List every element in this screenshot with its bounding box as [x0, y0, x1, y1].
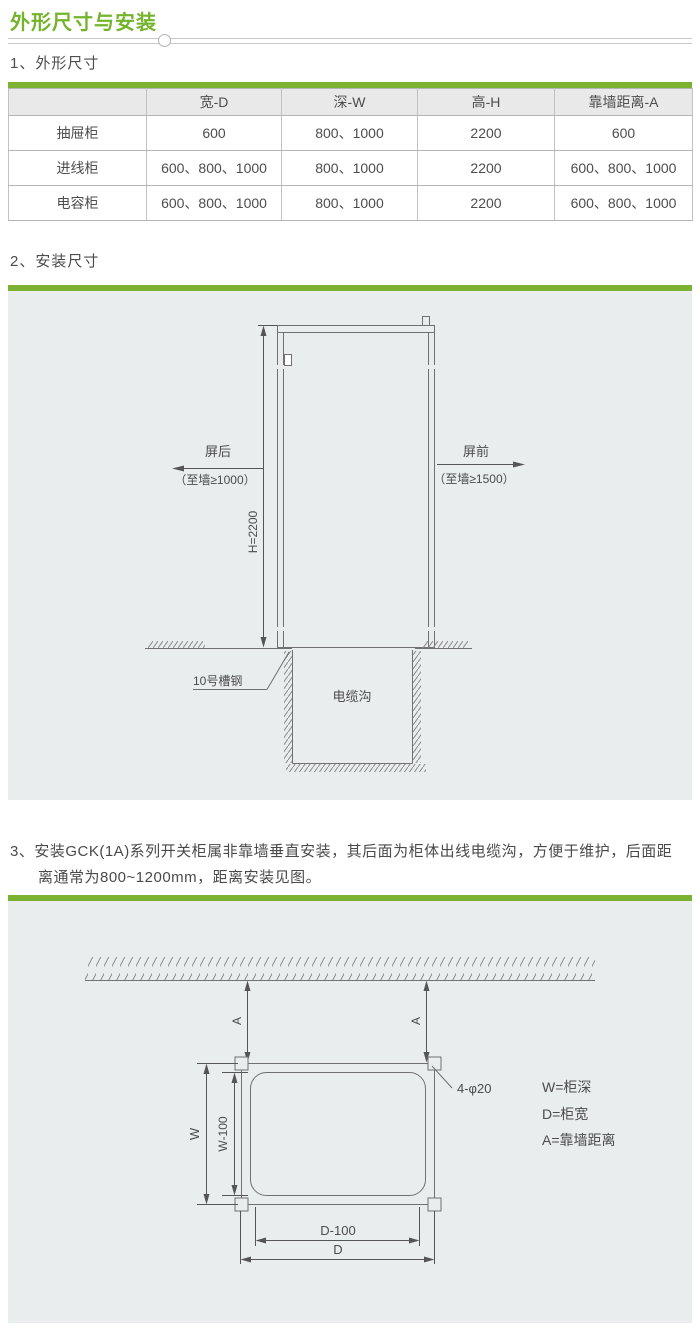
cell: 2200 [417, 115, 555, 151]
w100-label: W-100 [216, 1116, 230, 1151]
arrow-up-icon [203, 1063, 210, 1074]
cell: 800、1000 [281, 185, 418, 221]
cell: 800、1000 [281, 150, 418, 186]
ground [145, 641, 472, 649]
legend-item-a: A=靠墙距离 [542, 1132, 616, 1148]
wall-distance-dimension-right [423, 980, 430, 1063]
arrow-left-icon [255, 1237, 266, 1244]
rear-clearance: 屏后 （至墙≥1000） [172, 444, 263, 487]
divider-knob [158, 34, 171, 47]
installation-side-view: H=2200 屏后 （至墙≥1000） 屏前 （至墙≥1500） [145, 316, 525, 772]
cabinet-liner [250, 1072, 426, 1196]
corner-plate [427, 1197, 442, 1212]
top-view-diagram-panel: A A W [8, 901, 692, 1323]
panel2-top-bar [8, 895, 692, 901]
w-dimension [197, 1063, 238, 1205]
installation-diagram-panel: H=2200 屏后 （至墙≥1000） 屏前 （至墙≥1500） [8, 291, 692, 800]
panel1-top-bar [8, 285, 692, 291]
a-label-right: A [409, 1017, 423, 1025]
holes-callout: 4-φ20 [431, 1065, 491, 1096]
holes-label: 4-φ20 [457, 1081, 491, 1096]
header-cell-width: 宽-D [146, 88, 282, 116]
rear-note: （至墙≥1000） [174, 473, 255, 487]
front-note: （至墙≥1500） [433, 472, 514, 486]
cell: 600、800、1000 [146, 150, 282, 186]
dimensions-table-block: 宽-D 深-W 高-H 靠墙距离-A 抽屉柜 600 800、1000 2200… [8, 82, 693, 221]
d100-label: D-100 [320, 1223, 355, 1238]
cell: 600、800、1000 [554, 185, 693, 221]
header-cell-depth: 深-W [281, 88, 418, 116]
row-label: 抽屉柜 [8, 115, 147, 151]
cell: 600 [554, 115, 693, 151]
header-cell-wall-distance: 靠墙距离-A [554, 88, 693, 116]
section-1-heading: 1、外形尺寸 [10, 55, 100, 72]
header-cell-blank [8, 88, 147, 116]
section-3-text-line2: 离通常为800~1200mm，距离安装见图。 [38, 869, 322, 886]
page-title: 外形尺寸与安装 [10, 12, 157, 34]
height-dimension [258, 325, 277, 648]
legend: W=柜深 D=柜宽 A=靠墙距离 [542, 1079, 616, 1148]
dimensions-table: 宽-D 深-W 高-H 靠墙距离-A 抽屉柜 600 800、1000 2200… [8, 88, 693, 221]
arrow-left-icon [240, 1256, 251, 1263]
cell: 800、1000 [281, 115, 418, 151]
arrow-down-icon [423, 1052, 430, 1063]
header-cell-height: 高-H [417, 88, 555, 116]
arrow-down-icon [203, 1194, 210, 1205]
corner-plate [427, 1056, 442, 1071]
cell: 2200 [417, 185, 555, 221]
cell: 600 [146, 115, 282, 151]
legend-item-w: W=柜深 [542, 1079, 591, 1095]
door-lock [284, 354, 292, 366]
panel-joint-gaps [275, 365, 437, 631]
rear-label: 屏后 [205, 444, 231, 459]
row-label: 电容柜 [8, 185, 147, 221]
d100-dimension [255, 1207, 420, 1246]
arrow-up-icon [423, 980, 430, 991]
cell: 2200 [417, 150, 555, 186]
section-2-heading: 2、安装尺寸 [10, 253, 100, 270]
title-divider [8, 34, 692, 47]
cell: 600、800、1000 [554, 150, 693, 186]
arrow-down-icon [260, 637, 267, 648]
table-top-bar [8, 82, 692, 88]
legend-item-d: D=柜宽 [542, 1106, 588, 1122]
w-label: W [187, 1127, 202, 1140]
arrow-up-icon [260, 325, 267, 336]
table-row: 进线柜 600、800、1000 800、1000 2200 600、800、1… [8, 150, 693, 186]
table-row: 抽屉柜 600 800、1000 2200 600 [8, 115, 693, 151]
cabinet-footprint [234, 1056, 442, 1212]
section-3-text-line1: 3、安装GCK(1A)系列开关柜属非靠墙垂直安装，其后面为柜体出线电缆沟，方便于… [10, 843, 673, 860]
arrow-right-icon [424, 1256, 435, 1263]
lifting-lug [422, 316, 430, 326]
cabinet-outline [277, 316, 435, 648]
channel-steel-callout: 10号槽钢 [193, 651, 290, 690]
trench-label: 电缆沟 [332, 689, 371, 704]
d-label: D [333, 1242, 342, 1257]
installation-top-view: A A W [85, 957, 616, 1264]
row-label: 进线柜 [8, 150, 147, 186]
a-label-left: A [230, 1017, 244, 1025]
w100-dimension [222, 1072, 248, 1196]
table-header-row: 宽-D 深-W 高-H 靠墙距离-A [8, 88, 693, 116]
front-label: 屏前 [463, 444, 489, 459]
wall-distance-dimension-left [244, 980, 251, 1063]
table-row: 电容柜 600、800、1000 800、1000 2200 600、800、1… [8, 185, 693, 221]
arrow-up-icon [244, 980, 251, 991]
height-label: H=2200 [246, 510, 260, 553]
cell: 600、800、1000 [146, 185, 282, 221]
arrow-up-icon [231, 1072, 238, 1083]
arrow-down-icon [231, 1185, 238, 1196]
cable-trench: 电缆沟 [284, 650, 426, 772]
wall [85, 957, 595, 981]
d-dimension [240, 1211, 435, 1264]
channel-steel-label: 10号槽钢 [193, 674, 242, 688]
arrow-right-icon [513, 461, 525, 468]
arrow-left-icon [172, 465, 184, 472]
front-clearance: 屏前 （至墙≥1500） [433, 444, 525, 486]
arrow-right-icon [409, 1237, 420, 1244]
